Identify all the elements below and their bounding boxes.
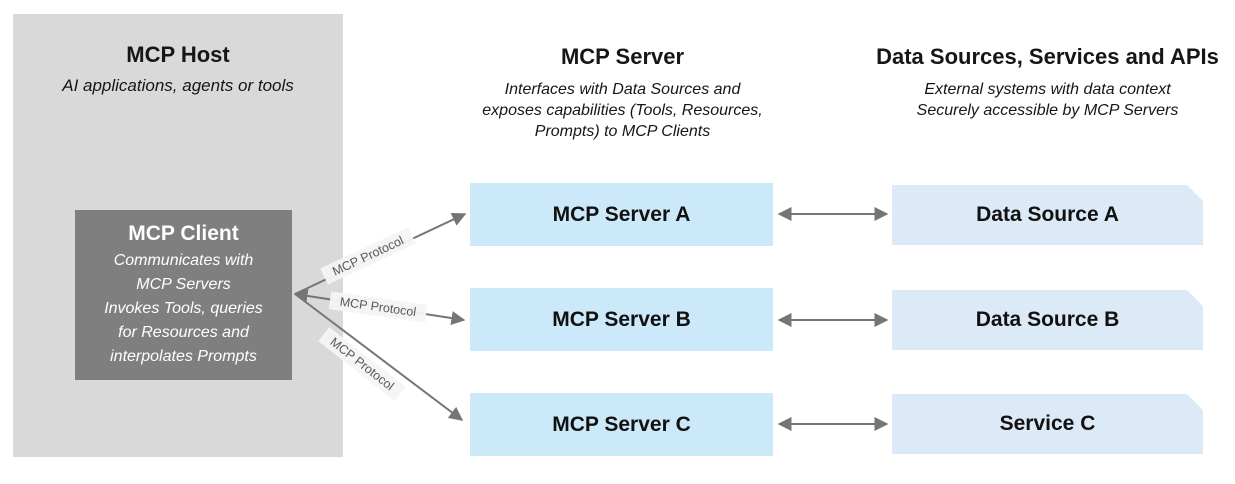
client-description-line: Communicates with (113, 252, 254, 269)
servers-subtitle-line: Prompts) to MCP Clients (534, 123, 711, 140)
servers-heading-subtitle: Interfaces with Data Sources and exposes… (455, 79, 790, 142)
host-title: MCP Host (126, 42, 230, 67)
service-c-box: Service C (892, 394, 1203, 454)
mcp-host-panel: MCP Host AI applications, agents or tool… (13, 14, 343, 457)
data-source-b-box: Data Source B (892, 290, 1203, 350)
sources-heading-subtitle: External systems with data context Secur… (875, 79, 1220, 121)
client-title: MCP Client (128, 222, 239, 245)
mcp-server-c-box: MCP Server C (470, 393, 773, 456)
mcp-client-box: MCP Client Communicates with MCP Servers… (75, 210, 292, 380)
mcp-protocol-label: MCP Protocol (328, 291, 428, 323)
servers-subtitle-line: Interfaces with Data Sources and (504, 81, 741, 98)
sources-subtitle-line: Securely accessible by MCP Servers (916, 102, 1179, 119)
client-description-line: for Resources and (118, 324, 249, 341)
client-description-line: MCP Servers (136, 276, 231, 293)
host-subtitle: AI applications, agents or tools (62, 76, 294, 95)
servers-column-heading: MCP Server Interfaces with Data Sources … (455, 44, 790, 142)
data-source-a-box: Data Source A (892, 185, 1203, 245)
client-description-line: interpolates Prompts (110, 348, 257, 365)
sources-heading-title: Data Sources, Services and APIs (876, 44, 1219, 69)
sources-column-heading: Data Sources, Services and APIs External… (875, 44, 1220, 121)
servers-heading-title: MCP Server (560, 44, 685, 69)
mcp-server-b-box: MCP Server B (470, 288, 773, 351)
servers-subtitle-line: exposes capabilities (Tools, Resources, (482, 102, 763, 119)
sources-subtitle-line: External systems with data context (924, 81, 1171, 98)
client-description-line: Invokes Tools, queries (104, 300, 263, 317)
mcp-server-a-box: MCP Server A (470, 183, 773, 246)
